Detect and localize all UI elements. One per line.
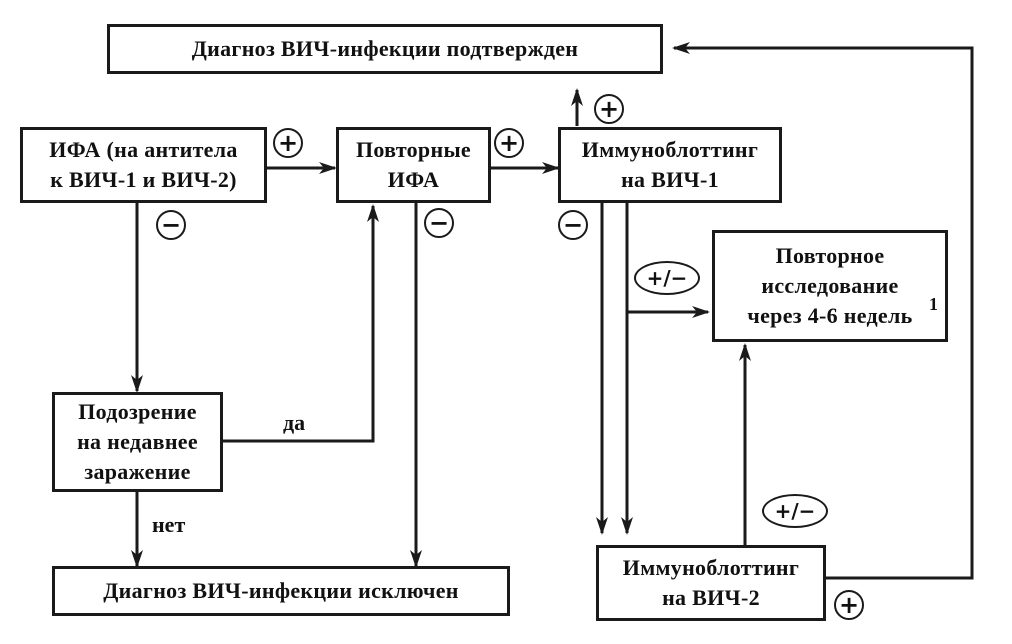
retest-line-3: через 4-6 недель	[747, 303, 913, 328]
repeat-elisa-line-2: ИФА	[387, 167, 440, 192]
indeterminate-sign-immunoblot1: +/−	[634, 261, 700, 295]
diagnosis-confirmed-text: Диагноз ВИЧ-инфекции подтвержден	[191, 36, 579, 61]
positive-sign-repeat-elisa: +	[494, 128, 524, 158]
diagnosis-excluded-text: Диагноз ВИЧ-инфекции исключен	[103, 578, 459, 603]
elisa-box: ИФА (на антитела к ВИЧ-1 и ВИЧ-2)	[20, 127, 267, 203]
immunoblot-hiv2-line-2: на ВИЧ-2	[662, 585, 760, 610]
elisa-line-1: ИФА (на антитела	[49, 137, 238, 162]
arrow-immunoblot2-to-confirmed	[672, 42, 974, 580]
negative-sign-immunoblot1: −	[558, 210, 588, 240]
repeat-elisa-box: Повторные ИФА	[336, 127, 491, 203]
diagnosis-excluded-box: Диагноз ВИЧ-инфекции исключен	[52, 566, 510, 616]
no-label: нет	[152, 512, 186, 537]
immunoblot-hiv1-box: Иммуноблоттинг на ВИЧ-1	[558, 127, 782, 203]
repeat-elisa-line-1: Повторные	[356, 137, 471, 162]
suspicion-line-2: на недавнее	[77, 429, 198, 454]
retest-line-2: исследование	[761, 273, 899, 298]
immunoblot-hiv2-box: Иммуноблоттинг на ВИЧ-2	[596, 545, 826, 621]
negative-sign-elisa: −	[156, 210, 186, 240]
suspicion-box: Подозрение на недавнее заражение	[52, 392, 223, 492]
immunoblot-hiv1-line-2: на ВИЧ-1	[621, 167, 719, 192]
yes-label: да	[283, 410, 306, 435]
retest-box: Повторное исследование через 4-6 недель	[712, 230, 948, 342]
immunoblot-hiv2-line-1: Иммуноблоттинг	[622, 555, 800, 580]
suspicion-line-1: Подозрение	[78, 399, 197, 424]
suspicion-line-3: заражение	[84, 459, 191, 484]
positive-sign-immunoblot1: +	[594, 94, 624, 124]
diagnosis-confirmed-box: Диагноз ВИЧ-инфекции подтвержден	[107, 24, 663, 74]
negative-sign-repeat-elisa: −	[424, 208, 454, 238]
positive-sign-immunoblot2: +	[834, 590, 864, 620]
retest-line-1: Повторное	[775, 243, 885, 268]
immunoblot-hiv1-line-1: Иммуноблоттинг	[581, 137, 759, 162]
arrow-suspicion-yes-to-repeat	[222, 204, 379, 443]
positive-sign-elisa: +	[273, 128, 303, 158]
indeterminate-sign-immunoblot2: +/−	[762, 494, 828, 528]
retest-footnote-mark: 1	[929, 294, 938, 314]
elisa-line-2: к ВИЧ-1 и ВИЧ-2)	[50, 167, 237, 192]
